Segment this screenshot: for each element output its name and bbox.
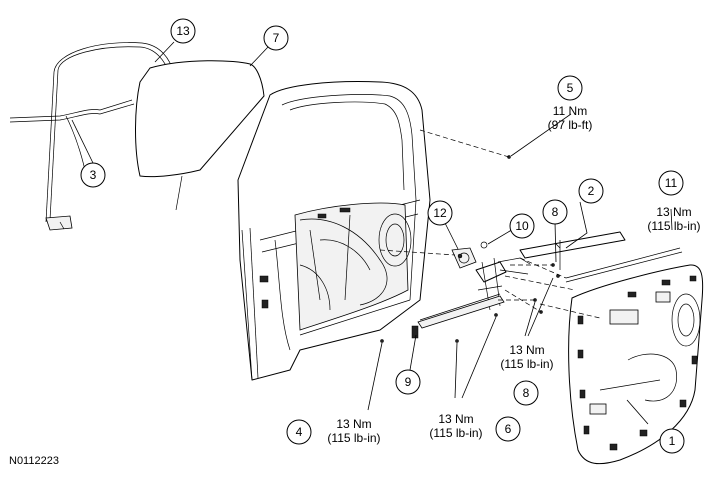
callout-9-number: 9 [405, 375, 412, 389]
window-regulator [411, 257, 531, 339]
callout-5: 5 11 Nm (97 lb-ft) [548, 75, 593, 132]
interior-trim-panel [568, 264, 704, 465]
fastener [480, 241, 488, 249]
callout-11-torque-imperial: (115 lb-in) [647, 219, 700, 233]
callout-2: 2 [578, 178, 604, 204]
belt-weatherstrip [9, 99, 135, 176]
callout-3-number: 3 [90, 168, 97, 182]
callout-8b: 13 Nm (115 lb-in) 8 [500, 343, 554, 406]
callout-10: 10 [509, 213, 535, 239]
callout-5-number: 5 [567, 81, 574, 95]
callout-6-torque-imperial: (115 lb-in) [429, 426, 482, 440]
alignment-lines [379, 129, 601, 319]
callout-4-torque: 13 Nm [336, 417, 371, 431]
callout-13-number: 13 [176, 24, 190, 38]
callout-2-number: 2 [588, 184, 595, 198]
callout-8b-number: 8 [523, 386, 530, 400]
callout-12: 12 [427, 200, 453, 226]
callout-8b-torque: 13 Nm [509, 343, 544, 357]
callout-13: 13 [170, 18, 196, 44]
callout-6: 6 13 Nm (115 lb-in) [429, 412, 521, 442]
trim-rod [565, 247, 683, 283]
callout-7-number: 7 [273, 31, 280, 45]
callout-4: 4 13 Nm (115 lb-in) [286, 417, 381, 445]
callout-9: 9 [395, 369, 421, 395]
callout-11-number: 11 [665, 176, 678, 190]
callout-11: 11 13 Nm (115 lb-in) [647, 170, 701, 233]
callout-10-number: 10 [515, 219, 529, 233]
leader-lines [71, 41, 673, 425]
callout-11-torque: 13 Nm [656, 205, 691, 219]
figure-id: N0112223 [9, 455, 59, 467]
window-motor [451, 247, 477, 269]
callout-8a-number: 8 [552, 205, 559, 219]
callout-7: 7 [263, 25, 289, 51]
glass-run-channel [45, 42, 175, 231]
callout-8a: 8 [542, 199, 568, 225]
callout-1-number: 1 [669, 434, 676, 448]
callout-1: 1 [659, 428, 685, 454]
callout-3: 3 [80, 162, 106, 188]
callout-6-number: 6 [505, 422, 512, 436]
callout-4-number: 4 [296, 425, 303, 439]
callout-5-torque: 11 Nm [553, 104, 587, 118]
callout-6-torque: 13 Nm [438, 412, 473, 426]
callout-12-number: 12 [433, 206, 447, 220]
callout-4-torque-imperial: (115 lb-in) [327, 431, 380, 445]
callout-8b-torque-imperial: (115 lb-in) [500, 357, 553, 371]
window-glass [135, 60, 265, 211]
callout-5-torque-imperial: (97 lb-ft) [548, 118, 593, 132]
door-shell [237, 81, 431, 381]
door-rail [519, 231, 626, 270]
